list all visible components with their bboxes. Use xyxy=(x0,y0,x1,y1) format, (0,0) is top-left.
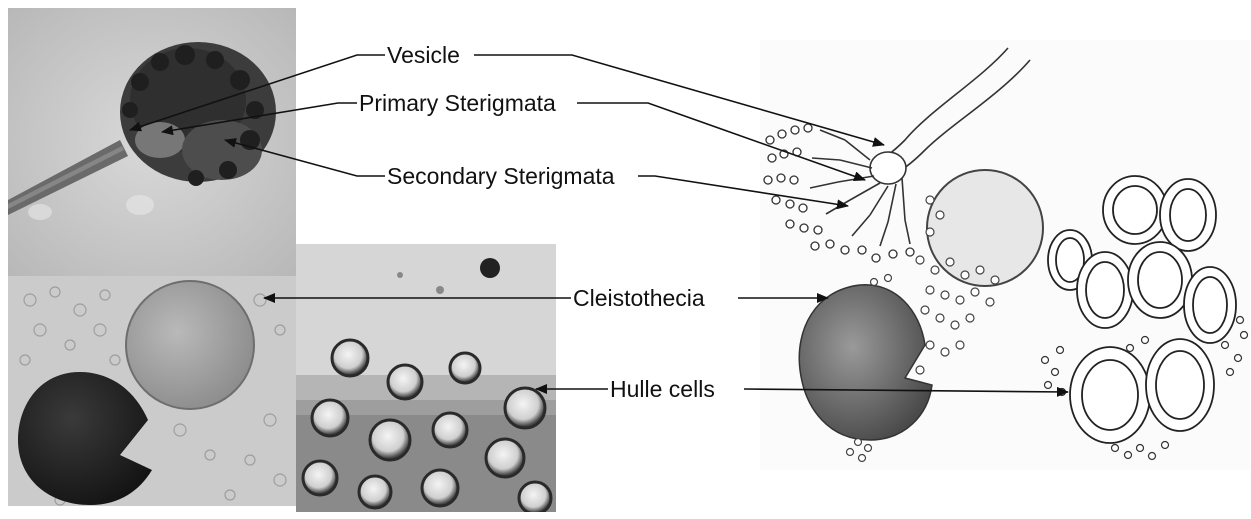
label-vesicle: Vesicle xyxy=(385,44,462,67)
label-hulle-cells: Hulle cells xyxy=(608,378,717,401)
label-cleistothecia: Cleistothecia xyxy=(571,287,707,310)
photo-hulle-cells xyxy=(296,244,556,514)
photo-cleistothecia xyxy=(8,276,296,514)
sketch-cleistothecium-light xyxy=(927,170,1043,286)
photo-conidiophore xyxy=(8,8,296,276)
sketch-illustration xyxy=(760,40,1250,470)
label-secondary-sterigmata: Secondary Sterigmata xyxy=(385,165,617,188)
label-primary-sterigmata: Primary Sterigmata xyxy=(357,92,558,115)
